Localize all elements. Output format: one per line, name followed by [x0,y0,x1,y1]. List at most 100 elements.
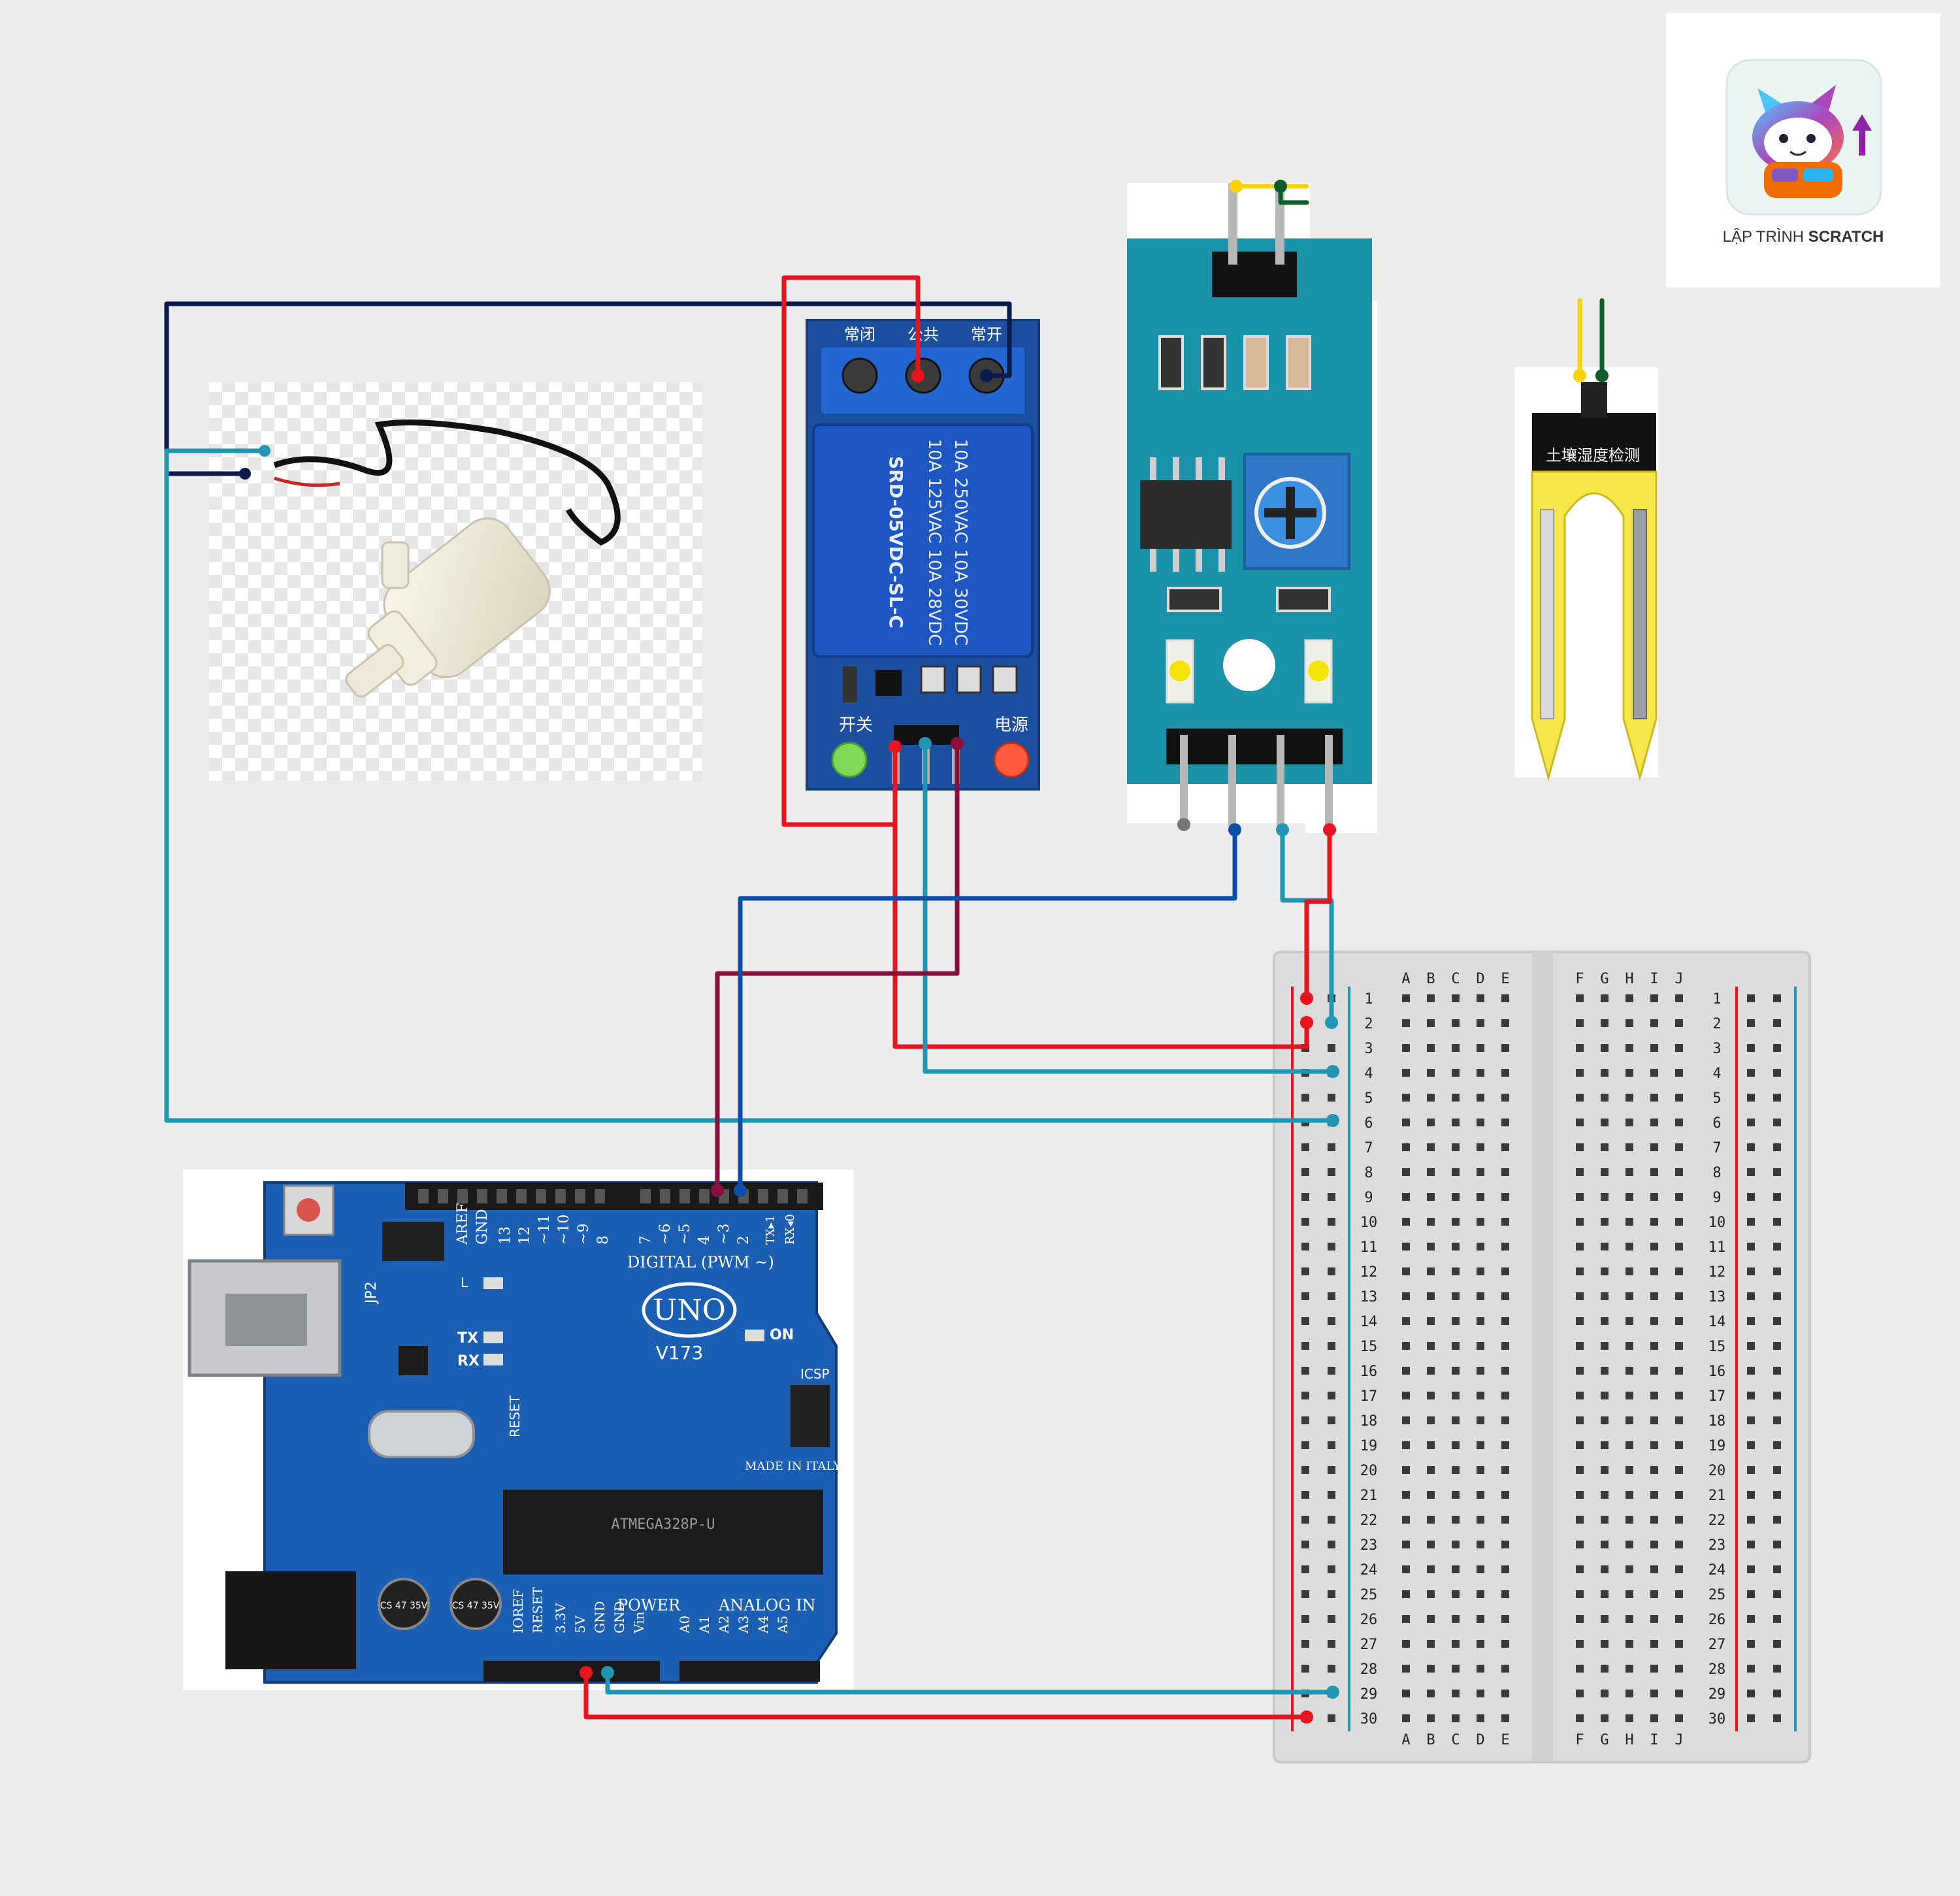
breadboard-hole[interactable] [1452,1317,1460,1325]
breadboard-hole[interactable] [1402,1714,1410,1722]
breadboard-hole[interactable] [1477,1342,1484,1350]
breadboard-hole[interactable] [1427,1019,1435,1027]
breadboard-hole[interactable] [1601,1317,1609,1325]
breadboard-hole[interactable] [1301,1565,1309,1573]
breadboard-hole[interactable] [1501,1615,1509,1623]
breadboard-hole[interactable] [1625,1392,1633,1399]
breadboard-hole[interactable] [1747,1565,1755,1573]
breadboard-hole[interactable] [1452,1416,1460,1424]
breadboard-hole[interactable] [1328,1367,1335,1375]
breadboard-hole[interactable] [1773,1615,1781,1623]
breadboard-hole[interactable] [1452,1541,1460,1548]
breadboard-hole[interactable] [1427,1367,1435,1375]
breadboard-hole[interactable] [1452,1069,1460,1077]
breadboard-hole[interactable] [1477,1392,1484,1399]
breadboard-hole[interactable] [1328,1640,1335,1648]
breadboard-hole[interactable] [1301,1317,1309,1325]
breadboard-hole[interactable] [1501,1367,1509,1375]
breadboard-hole[interactable] [1625,1143,1633,1151]
breadboard-hole[interactable] [1501,1392,1509,1399]
breadboard-hole[interactable] [1477,1317,1484,1325]
breadboard-hole[interactable] [1773,1665,1781,1673]
breadboard-hole[interactable] [1747,1665,1755,1673]
breadboard-hole[interactable] [1477,1267,1484,1275]
breadboard-hole[interactable] [1675,1690,1683,1697]
breadboard-hole[interactable] [1625,1565,1633,1573]
breadboard-hole[interactable] [1675,1044,1683,1052]
breadboard-hole[interactable] [1625,1193,1633,1201]
breadboard-hole[interactable] [1625,1516,1633,1524]
breadboard-hole[interactable] [1650,1143,1658,1151]
breadboard-hole[interactable] [1452,1516,1460,1524]
breadboard-hole[interactable] [1452,1218,1460,1226]
breadboard-hole[interactable] [1747,1416,1755,1424]
breadboard-hole[interactable] [1576,1466,1584,1474]
breadboard-hole[interactable] [1675,1640,1683,1648]
breadboard-hole[interactable] [1328,1094,1335,1102]
breadboard-hole[interactable] [1576,1019,1584,1027]
breadboard-hole[interactable] [1477,1590,1484,1598]
breadboard-hole[interactable] [1576,1119,1584,1126]
breadboard-hole[interactable] [1477,1019,1484,1027]
breadboard-hole[interactable] [1402,1342,1410,1350]
breadboard-hole[interactable] [1650,1714,1658,1722]
breadboard-hole[interactable] [1773,1168,1781,1176]
breadboard-hole[interactable] [1773,1590,1781,1598]
breadboard-hole[interactable] [1625,1690,1633,1697]
breadboard-hole[interactable] [1328,1516,1335,1524]
breadboard-hole[interactable] [1328,1342,1335,1350]
breadboard-hole[interactable] [1625,1416,1633,1424]
breadboard-hole[interactable] [1650,1168,1658,1176]
breadboard-hole[interactable] [1402,1019,1410,1027]
breadboard-hole[interactable] [1650,1119,1658,1126]
breadboard-hole[interactable] [1576,1342,1584,1350]
breadboard-hole[interactable] [1477,1416,1484,1424]
breadboard-hole[interactable] [1301,1267,1309,1275]
breadboard-hole[interactable] [1601,1590,1609,1598]
breadboard-hole[interactable] [1477,1193,1484,1201]
breadboard-hole[interactable] [1427,1119,1435,1126]
breadboard-hole[interactable] [1576,1690,1584,1697]
breadboard-hole[interactable] [1452,1342,1460,1350]
breadboard-hole[interactable] [1402,1069,1410,1077]
breadboard-hole[interactable] [1452,1292,1460,1300]
breadboard-hole[interactable] [1773,1243,1781,1250]
breadboard-hole[interactable] [1601,1690,1609,1697]
breadboard-hole[interactable] [1301,1665,1309,1673]
breadboard-hole[interactable] [1601,1193,1609,1201]
breadboard-hole[interactable] [1301,1416,1309,1424]
breadboard-hole[interactable] [1625,1094,1633,1102]
breadboard-hole[interactable] [1675,1267,1683,1275]
breadboard-hole[interactable] [1301,1218,1309,1226]
breadboard-hole[interactable] [1601,1168,1609,1176]
breadboard-hole[interactable] [1301,1441,1309,1449]
breadboard-hole[interactable] [1747,1441,1755,1449]
breadboard-hole[interactable] [1402,1665,1410,1673]
breadboard-hole[interactable] [1773,1565,1781,1573]
breadboard-hole[interactable] [1773,1714,1781,1722]
breadboard-hole[interactable] [1601,1243,1609,1250]
breadboard-hole[interactable] [1427,1218,1435,1226]
breadboard-hole[interactable] [1501,994,1509,1002]
breadboard-hole[interactable] [1301,1590,1309,1598]
breadboard-hole[interactable] [1773,1466,1781,1474]
breadboard-hole[interactable] [1773,1690,1781,1697]
breadboard-hole[interactable] [1576,1416,1584,1424]
breadboard-hole[interactable] [1402,1466,1410,1474]
breadboard-hole[interactable] [1328,1590,1335,1598]
breadboard-hole[interactable] [1452,1094,1460,1102]
breadboard-hole[interactable] [1501,1441,1509,1449]
breadboard-hole[interactable] [1576,1044,1584,1052]
breadboard-hole[interactable] [1601,1441,1609,1449]
breadboard-hole[interactable] [1773,1640,1781,1648]
breadboard-hole[interactable] [1773,1193,1781,1201]
breadboard-hole[interactable] [1773,1367,1781,1375]
breadboard-hole[interactable] [1477,1491,1484,1499]
breadboard-hole[interactable] [1402,1168,1410,1176]
breadboard-hole[interactable] [1402,1541,1410,1548]
breadboard-hole[interactable] [1650,1193,1658,1201]
breadboard-hole[interactable] [1501,1565,1509,1573]
breadboard-hole[interactable] [1477,1690,1484,1697]
breadboard-hole[interactable] [1427,1441,1435,1449]
breadboard-hole[interactable] [1773,1143,1781,1151]
